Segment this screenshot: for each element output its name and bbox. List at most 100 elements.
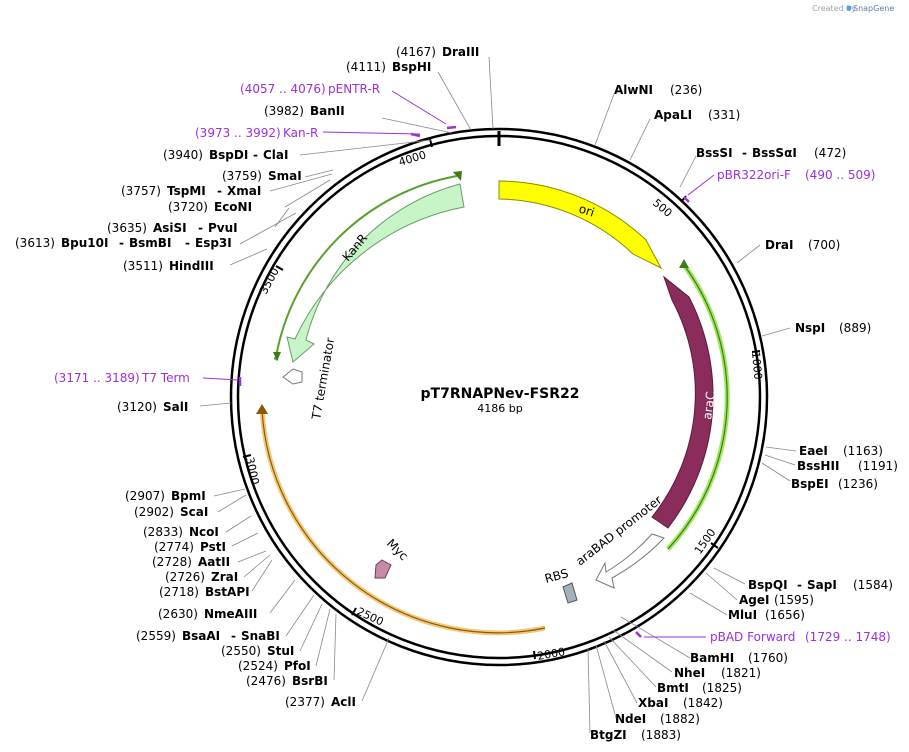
enzyme-pos: (3613) xyxy=(15,236,55,250)
enzyme-name: ZraI xyxy=(211,570,238,584)
tick-1000 xyxy=(751,350,761,353)
enzyme-pos: (1236) xyxy=(838,477,878,491)
enzyme-name: HindIII xyxy=(169,259,214,273)
enzyme-pos: (236) xyxy=(670,83,702,97)
enzyme-pos: (1163) xyxy=(843,444,883,458)
enzyme-pos: (2728) xyxy=(152,555,192,569)
enzyme-name: EaeI xyxy=(799,444,828,458)
tick-1500 xyxy=(710,542,719,549)
enzyme-name: AclI xyxy=(331,695,356,709)
enzyme-pos: (3120) xyxy=(117,400,157,414)
enzyme-name: ClaI xyxy=(263,148,288,162)
enzyme-pos: (2774) xyxy=(154,540,194,554)
enzyme-name: BsrBI xyxy=(292,674,328,688)
tick-3000 xyxy=(242,454,252,458)
enzyme-name: XbaI xyxy=(638,696,668,710)
enzyme-pos: (2377) xyxy=(285,695,325,709)
enzyme-pos: (2524) xyxy=(238,659,278,673)
enzyme-name: BsmBI xyxy=(129,236,171,250)
enzyme-name: ApaLI xyxy=(654,108,692,122)
enzyme-pos: (1825) xyxy=(702,681,742,695)
enzyme-name: DraIII xyxy=(442,45,479,59)
enzyme-pos: (3940) xyxy=(163,148,203,162)
feature-rbs xyxy=(562,582,578,604)
enzyme-pos: (1584) xyxy=(853,578,893,592)
enzyme-name: BanII xyxy=(310,104,345,118)
enzyme-name: BsaAI xyxy=(182,629,220,643)
enzyme-name: NdeI xyxy=(615,712,646,726)
enzyme-pos: (1842) xyxy=(683,696,723,710)
enzyme-name: TspMI xyxy=(167,184,206,198)
plasmid-size: 4186 bp xyxy=(477,402,522,415)
enzyme-pos: (2902) xyxy=(134,505,174,519)
enzyme-pos: (3759) xyxy=(222,169,262,183)
enzyme-pos: (331) xyxy=(708,108,740,122)
enzyme-name: BpmI xyxy=(171,489,206,503)
primer-range: (3973 .. 3992) xyxy=(195,126,281,140)
feature-rbs-label: RBS xyxy=(543,566,570,586)
enzyme-name: ScaI xyxy=(180,505,208,519)
enzyme-name: SnaBI xyxy=(241,629,280,643)
enzyme-name: BspHI xyxy=(392,60,431,74)
enzyme-pos: (889) xyxy=(839,321,871,335)
enzyme-name: Bpu10I xyxy=(61,236,108,250)
enzyme-pos: (3757) xyxy=(121,184,161,198)
plasmid-name: pT7RNAPNev-FSR22 xyxy=(421,386,580,402)
svg-text:-: - xyxy=(217,184,222,198)
enzyme-pos: (2726) xyxy=(165,570,205,584)
backbone-outer xyxy=(229,127,769,667)
enzyme-name: BspEI xyxy=(791,477,829,491)
enzyme-pos: (3720) xyxy=(168,200,208,214)
credit-brand: SnapGene xyxy=(853,4,894,13)
enzyme-name: DraI xyxy=(765,238,793,252)
enzyme-name: BtgZI xyxy=(590,728,627,742)
enzyme-pos: (2550) xyxy=(221,644,261,658)
enzyme-pos: (3635) xyxy=(107,221,147,235)
enzyme-name: SalI xyxy=(163,400,188,414)
enzyme-name: SmaI xyxy=(268,169,302,183)
primer-pbr322ori-f-marker xyxy=(683,196,690,203)
primer-name: Kan-R xyxy=(283,126,318,140)
svg-text:-: - xyxy=(185,236,190,250)
feature-t7-terminator xyxy=(282,368,303,385)
tick-label-3000: 3000 xyxy=(243,456,262,486)
enzyme-name: BmtI xyxy=(657,681,689,695)
tick-label-4000: 4000 xyxy=(397,148,428,169)
enzyme-pos: (2907) xyxy=(125,489,165,503)
enzyme-name: BstAPI xyxy=(205,585,250,599)
enzyme-pos: (3982) xyxy=(264,104,304,118)
enzyme-name: AlwNI xyxy=(614,83,653,97)
enzyme-pos: (1595) xyxy=(774,593,814,607)
enzyme-name: NspI xyxy=(795,321,825,335)
enzyme-pos: (472) xyxy=(814,146,846,160)
enzyme-name: AatII xyxy=(198,555,230,569)
enzyme-pos: (3511) xyxy=(123,259,163,273)
credit-prefix: Created by xyxy=(812,4,856,13)
enzyme-name: NmeAIII xyxy=(204,607,257,621)
enzyme-name: MluI xyxy=(728,608,757,622)
primer-name: T7 Term xyxy=(141,371,190,385)
svg-text:-: - xyxy=(231,629,236,643)
enzyme-name: SapI xyxy=(807,578,837,592)
tick-label-1000: 1000 xyxy=(749,351,764,380)
enzyme-name: EcoNI xyxy=(214,200,252,214)
enzyme-name: BamHI xyxy=(690,651,734,665)
enzyme-name: BssSαI xyxy=(752,146,797,160)
primer-name: pBR322ori-F xyxy=(717,168,791,182)
primer-name: pBAD Forward xyxy=(710,630,795,644)
enzyme-name: Esp3I xyxy=(195,236,232,250)
tick-3500 xyxy=(275,265,284,271)
kanr-highlight-arc xyxy=(275,175,458,358)
enzyme-name: StuI xyxy=(267,644,294,658)
enzyme-name: XmaI xyxy=(227,184,261,198)
enzyme-name: BspQI xyxy=(748,578,788,592)
enzyme-pos: (1883) xyxy=(641,728,681,742)
enzyme-pos: (4167) xyxy=(396,45,436,59)
tick-2000 xyxy=(533,650,536,660)
feature-kanr xyxy=(286,183,465,363)
enzyme-pos: (2630) xyxy=(158,607,198,621)
primer-range: (4057 .. 4076) xyxy=(240,82,326,96)
enzyme-name: PstI xyxy=(200,540,226,554)
snapgene-logo-icon xyxy=(846,5,852,11)
enzyme-pos: (2833) xyxy=(143,525,183,539)
